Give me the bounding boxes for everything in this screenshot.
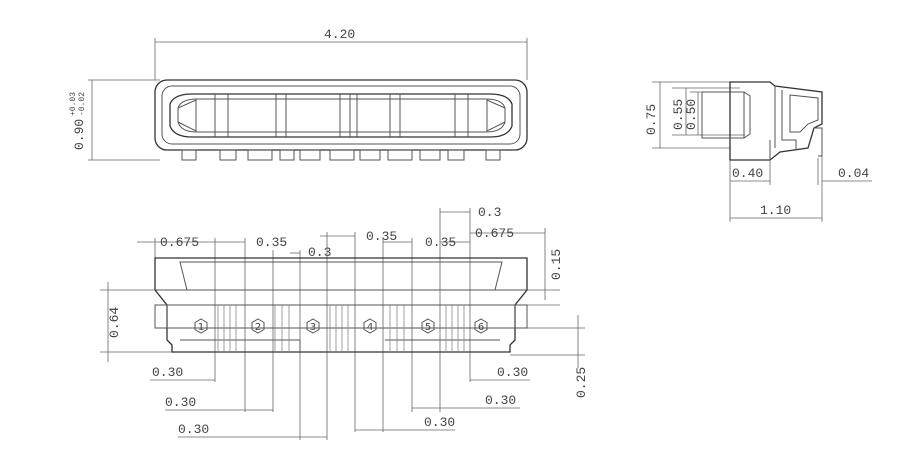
front-contacts bbox=[217, 305, 465, 352]
left-label: 0.64 bbox=[107, 307, 122, 338]
top-view: 4.20 0.90 +0.03 -0.02 bbox=[69, 27, 528, 161]
pin-hexagon bbox=[306, 318, 320, 334]
front-line bbox=[180, 339, 301, 352]
terminal bbox=[279, 149, 295, 161]
front-view: 0.675 0.35 0.3 0.35 0.35 0.675 0.3 0.15 … bbox=[100, 205, 589, 440]
top-view-terminals bbox=[181, 149, 501, 161]
connector-body-outline bbox=[154, 79, 528, 151]
side-cavity bbox=[701, 91, 751, 139]
side-contact bbox=[789, 94, 819, 133]
pin-label: 2 bbox=[255, 322, 261, 333]
top-label-2: 0.35 bbox=[256, 235, 287, 250]
height-label: 0.90 bbox=[72, 119, 87, 150]
pin-5: 5 bbox=[421, 318, 435, 334]
h2-label: 0.55 bbox=[671, 99, 686, 130]
terminal bbox=[181, 149, 197, 161]
tol-plus-label: +0.03 bbox=[69, 92, 78, 116]
front-right-tab bbox=[514, 304, 528, 329]
cavity-left-wedge bbox=[177, 99, 197, 132]
bottom-label-5: 0.30 bbox=[485, 393, 516, 408]
terminal bbox=[299, 149, 321, 161]
bottom-label-2: 0.30 bbox=[165, 395, 196, 410]
bottom-label-6: 0.30 bbox=[497, 365, 528, 380]
front-left-tab bbox=[154, 304, 168, 329]
pin-hexagon bbox=[194, 318, 208, 334]
pin-label: 1 bbox=[198, 322, 204, 333]
side-view: 0.75 0.55 0.50 0.40 0.04 1.10 bbox=[644, 81, 872, 222]
side-tail bbox=[814, 127, 823, 157]
top-label-4: 0.35 bbox=[366, 229, 397, 244]
top-label-5: 0.35 bbox=[425, 235, 456, 250]
right-label: 0.15 bbox=[549, 249, 564, 280]
front-top-plate bbox=[179, 261, 503, 291]
cavity-right-wedge bbox=[486, 99, 506, 132]
pin-hexagon bbox=[421, 318, 435, 334]
pin-label: 5 bbox=[425, 322, 431, 333]
terminal bbox=[359, 149, 381, 161]
right-bottom-label: 0.25 bbox=[574, 367, 589, 398]
pin-label: 4 bbox=[367, 322, 373, 333]
terminal bbox=[247, 149, 273, 161]
side-line bbox=[781, 90, 797, 150]
terminal bbox=[387, 149, 413, 161]
terminal bbox=[419, 149, 441, 161]
bottom-label-3: 0.30 bbox=[178, 422, 209, 437]
terminal bbox=[447, 149, 465, 161]
cavity-outline bbox=[169, 93, 513, 138]
pin-hexagon bbox=[363, 318, 377, 334]
cavity-inner bbox=[177, 98, 506, 133]
width-label: 4.20 bbox=[324, 27, 355, 42]
terminal bbox=[219, 149, 237, 161]
pin-3: 3 bbox=[306, 318, 320, 334]
pin-label: 6 bbox=[478, 322, 484, 333]
terminal bbox=[329, 149, 355, 161]
top-label-6: 0.675 bbox=[475, 226, 514, 241]
pin-hexagon bbox=[474, 318, 488, 334]
top-label-1: 0.675 bbox=[160, 235, 199, 250]
terminal bbox=[485, 149, 501, 161]
w2-label: 0.04 bbox=[838, 166, 869, 181]
h3-label: 0.50 bbox=[684, 99, 699, 130]
height-label-group: 0.90 +0.03 -0.02 bbox=[69, 92, 87, 150]
pin-6: 6 bbox=[474, 318, 488, 334]
tol-minus-label: -0.02 bbox=[78, 92, 87, 116]
pin-1: 1 bbox=[194, 318, 208, 334]
bottom-label-4: 0.30 bbox=[424, 415, 455, 430]
pin-label: 3 bbox=[310, 322, 316, 333]
h1-label: 0.75 bbox=[644, 104, 659, 135]
top-label-7: 0.3 bbox=[478, 205, 501, 220]
connector-body-inner bbox=[161, 85, 521, 145]
bottom-label-1: 0.30 bbox=[152, 365, 183, 380]
top-label-3: 0.3 bbox=[308, 245, 331, 260]
w1-label: 0.40 bbox=[732, 166, 763, 181]
pin-hexagon bbox=[251, 318, 265, 334]
pin-4: 4 bbox=[363, 318, 377, 334]
pin-2: 2 bbox=[251, 318, 265, 334]
w3-label: 1.10 bbox=[760, 203, 791, 218]
